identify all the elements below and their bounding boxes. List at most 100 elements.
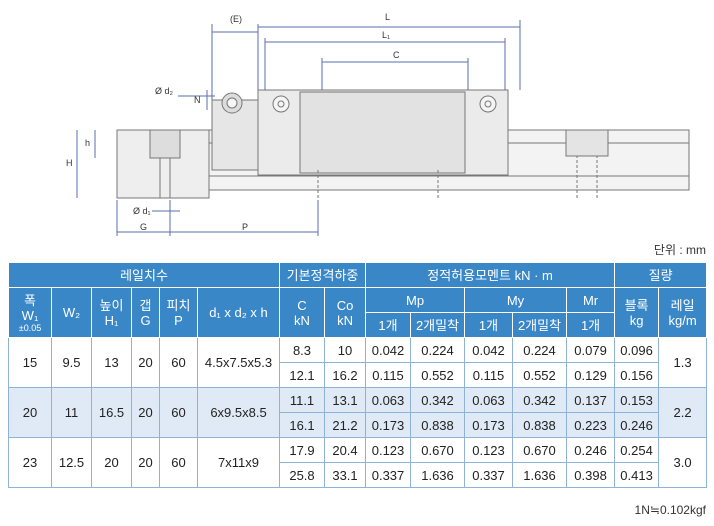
label-d2: Ø d₂ <box>155 86 174 96</box>
cell-mp2: 0.552 <box>410 362 466 388</box>
header-mp: Mp <box>365 287 466 313</box>
header-my-one: 1개 <box>464 312 514 338</box>
cell-c: 25.8 <box>279 462 325 488</box>
cell-my1: 0.173 <box>464 412 514 438</box>
header-h1: 높이 H₁ <box>91 287 132 338</box>
header-c: C kN <box>279 287 325 338</box>
cell-my2: 1.636 <box>512 462 568 488</box>
cell-my1: 0.063 <box>464 387 514 413</box>
cell-c: 11.1 <box>279 387 325 413</box>
cell-mp2: 0.838 <box>410 412 466 438</box>
cell-mp2: 0.670 <box>410 437 466 463</box>
cell-p: 60 <box>159 437 198 488</box>
cell-w1: 15 <box>8 337 52 388</box>
cell-my1: 0.042 <box>464 337 514 363</box>
table-row: 23 12.5 20 20 60 7x11x9 17.9 20.4 0.123 … <box>8 437 708 488</box>
table-row: 20 11 16.5 20 60 6x9.5x8.5 11.1 13.1 0.0… <box>8 387 708 438</box>
cell-mr1: 0.137 <box>566 387 616 413</box>
cell-block: 0.153 <box>614 387 660 413</box>
label-d1: Ø d₁ <box>133 206 151 216</box>
header-g: 갭 G <box>131 287 160 338</box>
cell-block: 0.096 <box>614 337 660 363</box>
header-moment: 정적허용모멘트 kN · m <box>365 262 616 288</box>
footnote: 1N≒0.102kgf <box>634 503 706 517</box>
cell-my1: 0.123 <box>464 437 514 463</box>
label-l1: L₁ <box>382 30 390 40</box>
cell-mp1: 0.042 <box>365 337 412 363</box>
header-block-text: 블록 <box>624 297 649 313</box>
cell-my1: 0.337 <box>464 462 514 488</box>
header-c-text: C <box>297 297 307 313</box>
cell-rail: 1.3 <box>658 337 708 388</box>
header-load: 기본정격하중 <box>278 262 367 288</box>
cell-mp1: 0.115 <box>365 362 412 388</box>
cell-w2: 9.5 <box>51 337 92 388</box>
cell-mp2: 1.636 <box>410 462 466 488</box>
header-block-unit: kg <box>629 312 644 328</box>
header-w2: W₂ <box>51 287 92 338</box>
header-c0-unit: kN <box>337 312 353 328</box>
cell-block: 0.254 <box>614 437 660 463</box>
header-mp-two: 2개밀착 <box>410 312 466 338</box>
cell-mp1: 0.063 <box>365 387 412 413</box>
header-g-text: 갭 <box>139 297 152 313</box>
cell-p: 60 <box>159 387 198 438</box>
cell-w2: 11 <box>51 387 92 438</box>
cell-c0: 21.2 <box>323 412 367 438</box>
cell-my2: 0.224 <box>512 337 568 363</box>
cell-c0: 20.4 <box>323 437 367 463</box>
cell-my1: 0.115 <box>464 362 514 388</box>
header-w1-sym: W₁ <box>21 307 39 323</box>
cell-mp2: 0.342 <box>410 387 466 413</box>
cell-mp2: 0.224 <box>410 337 466 363</box>
header-mr-one: 1개 <box>566 312 616 338</box>
cell-rail: 2.2 <box>658 387 708 438</box>
label-h-small: h <box>85 138 90 148</box>
cell-h1: 13 <box>91 337 132 388</box>
cell-my2: 0.670 <box>512 437 568 463</box>
cell-block: 0.246 <box>614 412 660 438</box>
cell-w1: 23 <box>8 437 52 488</box>
header-block: 블록 kg <box>614 287 660 338</box>
cell-block: 0.413 <box>614 462 660 488</box>
header-mr: Mr <box>566 287 616 313</box>
table-row: 15 9.5 13 20 60 4.5x7.5x5.3 8.3 10 0.042… <box>8 337 708 388</box>
table-row: 12.1 16.2 0.115 0.552 0.115 0.552 0.129 … <box>9 362 707 388</box>
header-mass: 질량 <box>614 262 708 288</box>
header-c0-text: Co <box>336 297 354 313</box>
cell-g: 20 <box>131 387 160 438</box>
cell-mr1: 0.398 <box>566 462 616 488</box>
header-p-sym: P <box>174 312 183 328</box>
cell-my2: 0.342 <box>512 387 568 413</box>
label-c: C <box>393 50 400 60</box>
cell-d: 4.5x7.5x5.3 <box>197 337 280 388</box>
cell-p: 60 <box>159 337 198 388</box>
cell-c: 12.1 <box>279 362 325 388</box>
cell-rail: 3.0 <box>658 437 708 488</box>
header-mp-one: 1개 <box>365 312 412 338</box>
cell-c: 8.3 <box>279 337 325 363</box>
cell-h1: 20 <box>91 437 132 488</box>
cell-c: 16.1 <box>279 412 325 438</box>
header-c0: Co kN <box>323 287 367 338</box>
cell-mp1: 0.173 <box>365 412 412 438</box>
unit-label: 단위 : mm <box>653 243 706 257</box>
header-rail: 레일치수 <box>8 262 280 288</box>
table-row: 25.8 33.1 0.337 1.636 0.337 1.636 0.398 … <box>9 462 707 488</box>
table-row: 16.1 21.2 0.173 0.838 0.173 0.838 0.223 … <box>9 412 707 438</box>
cell-c0: 13.1 <box>323 387 367 413</box>
cell-c0: 10 <box>323 337 367 363</box>
header-rail-mass: 레일 kg/m <box>658 287 708 338</box>
label-n: N <box>194 95 201 105</box>
cell-c0: 16.2 <box>323 362 367 388</box>
cell-h1: 16.5 <box>91 387 132 438</box>
header-w1: 폭 W₁ ±0.05 <box>8 287 52 338</box>
header-h1-sym: H₁ <box>104 312 119 328</box>
header-rail-mass-text: 레일 <box>670 297 695 313</box>
cell-mp1: 0.123 <box>365 437 412 463</box>
header-w1-tol: ±0.05 <box>18 322 42 333</box>
cell-g: 20 <box>131 337 160 388</box>
header-c-unit: kN <box>294 312 310 328</box>
header-w1-text: 폭 <box>24 292 36 308</box>
cell-mr1: 0.129 <box>566 362 616 388</box>
